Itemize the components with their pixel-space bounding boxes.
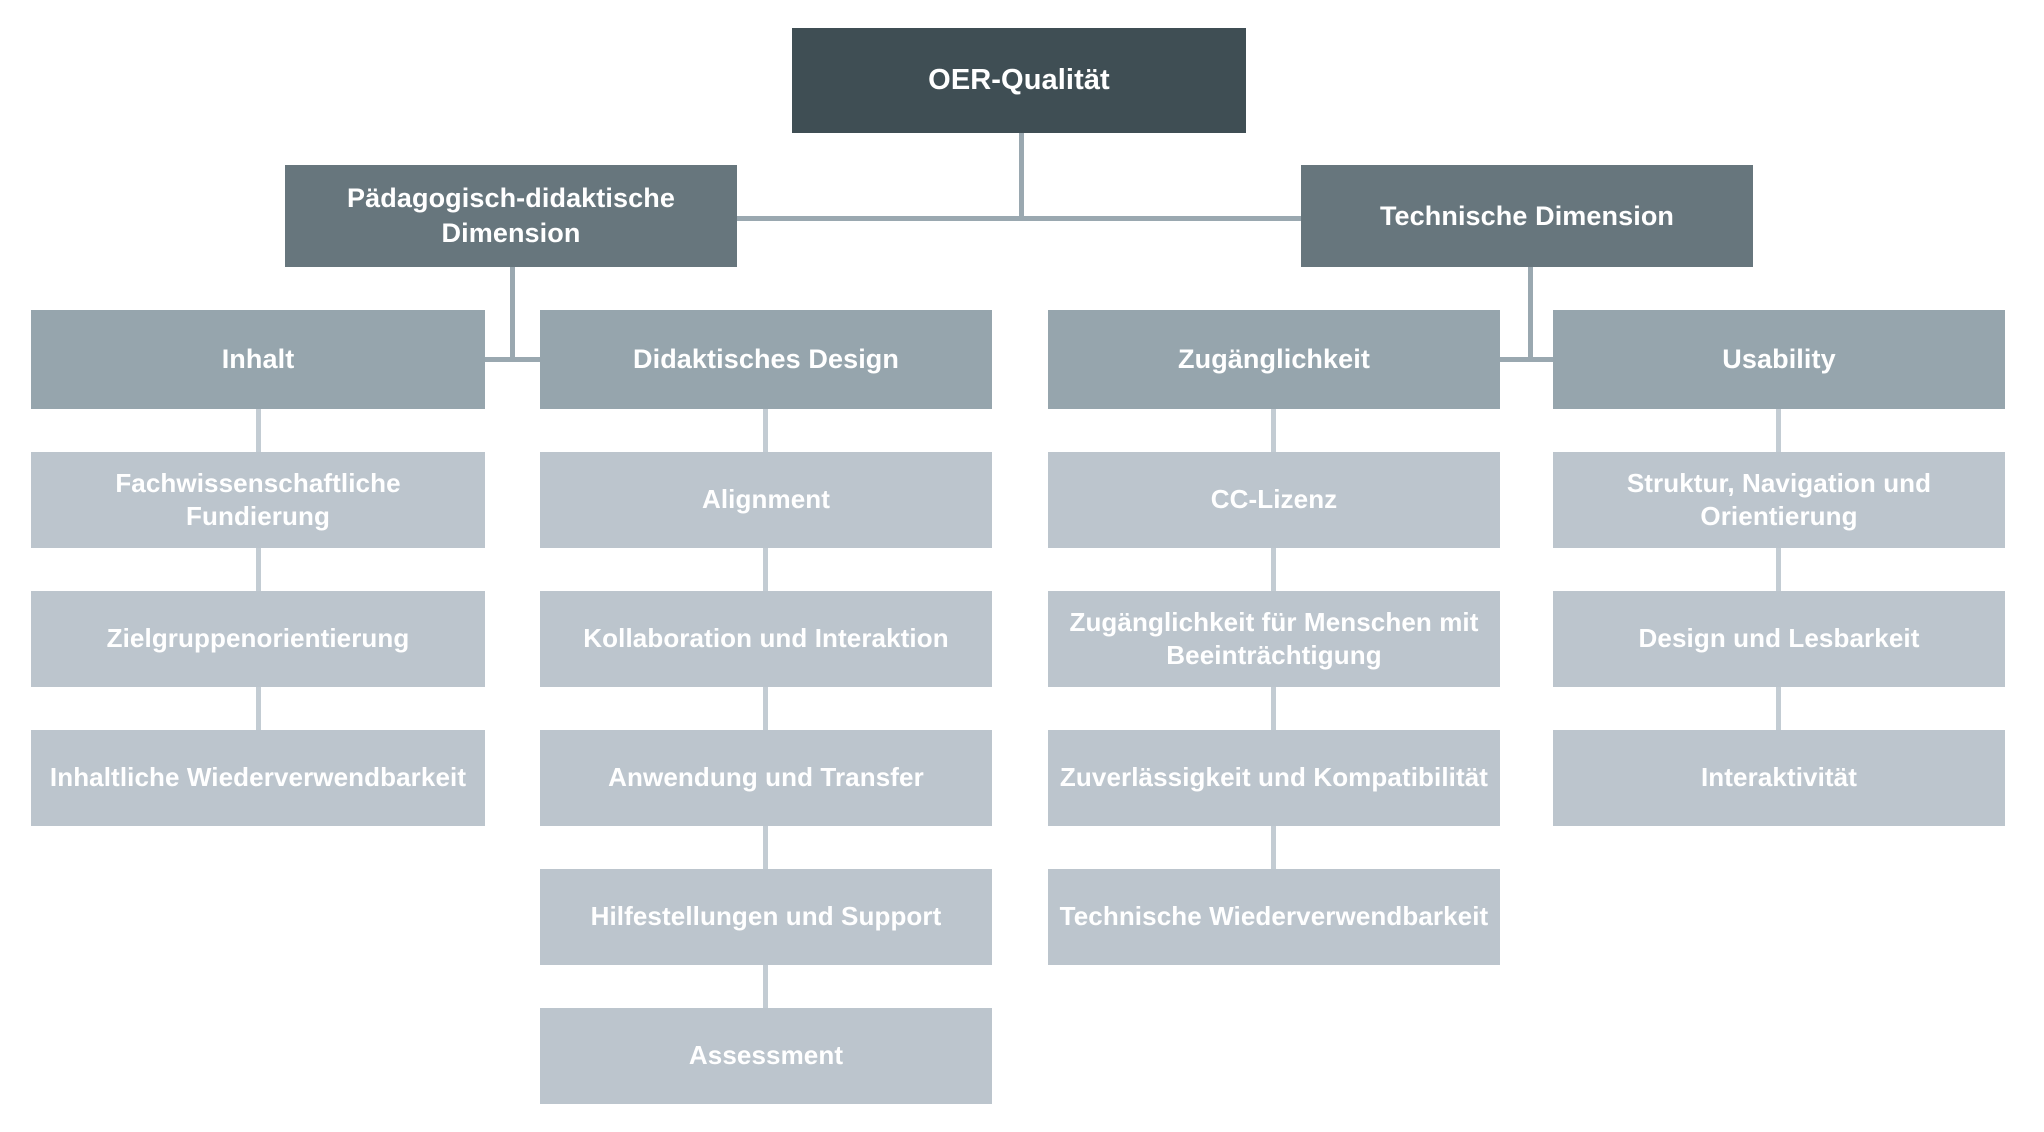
connector-paed-down [510, 267, 515, 360]
node-leaf-fachwissenschaftliche-fundierung[interactable]: Fachwissenschaftliche Fundierung [31, 452, 485, 548]
node-root-oer-qualitaet[interactable]: OER-Qualität [792, 28, 1246, 133]
connector-zugang-chain-2 [1271, 548, 1276, 591]
node-leaf-assessment[interactable]: Assessment [540, 1008, 992, 1104]
node-leaf-zugaenglichkeit-fuer-menschen-mit-beeintraechtigung[interactable]: Zugänglichkeit für Menschen mit Beeinträ… [1048, 591, 1500, 687]
connector-inhalt-chain-3 [256, 687, 261, 730]
connector-usability-chain-1 [1776, 409, 1781, 452]
node-leaf-interaktivitaet[interactable]: Interaktivität [1553, 730, 2005, 826]
connector-didaktik-chain-4 [763, 826, 768, 869]
connector-zugang-chain-4 [1271, 826, 1276, 869]
connector-didaktik-chain-1 [763, 409, 768, 452]
connector-root-down [1019, 133, 1024, 219]
connector-didaktik-chain-5 [763, 965, 768, 1008]
node-leaf-cc-lizenz[interactable]: CC-Lizenz [1048, 452, 1500, 548]
node-leaf-zielgruppenorientierung[interactable]: Zielgruppenorientierung [31, 591, 485, 687]
connector-zugang-chain-3 [1271, 687, 1276, 730]
connector-didaktik-chain-2 [763, 548, 768, 591]
connector-tech-down [1528, 267, 1533, 360]
connector-category-bus-left [258, 357, 770, 362]
node-leaf-technische-wiederverwendbarkeit[interactable]: Technische Wiederverwendbarkeit [1048, 869, 1500, 965]
connector-didaktik-chain-3 [763, 687, 768, 730]
node-category-didaktisches-design[interactable]: Didaktisches Design [540, 310, 992, 409]
node-dimension-paedagogisch-didaktisch[interactable]: Pädagogisch-didaktische Dimension [285, 165, 737, 267]
node-leaf-kollaboration-und-interaktion[interactable]: Kollaboration und Interaktion [540, 591, 992, 687]
connector-inhalt-chain-2 [256, 548, 261, 591]
connector-inhalt-chain-1 [256, 409, 261, 452]
node-dimension-technisch[interactable]: Technische Dimension [1301, 165, 1753, 267]
connector-usability-chain-2 [1776, 548, 1781, 591]
connector-usability-chain-3 [1776, 687, 1781, 730]
node-leaf-hilfestellungen-und-support[interactable]: Hilfestellungen und Support [540, 869, 992, 965]
connector-category-bus-right [1274, 357, 1786, 362]
connector-dimension-bus [508, 216, 1532, 221]
node-leaf-design-und-lesbarkeit[interactable]: Design und Lesbarkeit [1553, 591, 2005, 687]
node-leaf-anwendung-und-transfer[interactable]: Anwendung und Transfer [540, 730, 992, 826]
node-category-zugaenglichkeit[interactable]: Zugänglichkeit [1048, 310, 1500, 409]
connector-zugang-chain-1 [1271, 409, 1276, 452]
node-category-inhalt[interactable]: Inhalt [31, 310, 485, 409]
node-category-usability[interactable]: Usability [1553, 310, 2005, 409]
node-leaf-alignment[interactable]: Alignment [540, 452, 992, 548]
node-leaf-zuverlaessigkeit-und-kompatibilitaet[interactable]: Zuverlässigkeit und Kompatibilität [1048, 730, 1500, 826]
node-leaf-inhaltliche-wiederverwendbarkeit[interactable]: Inhaltliche Wiederverwendbarkeit [31, 730, 485, 826]
node-leaf-struktur-navigation-und-orientierung[interactable]: Struktur, Navigation und Orientierung [1553, 452, 2005, 548]
